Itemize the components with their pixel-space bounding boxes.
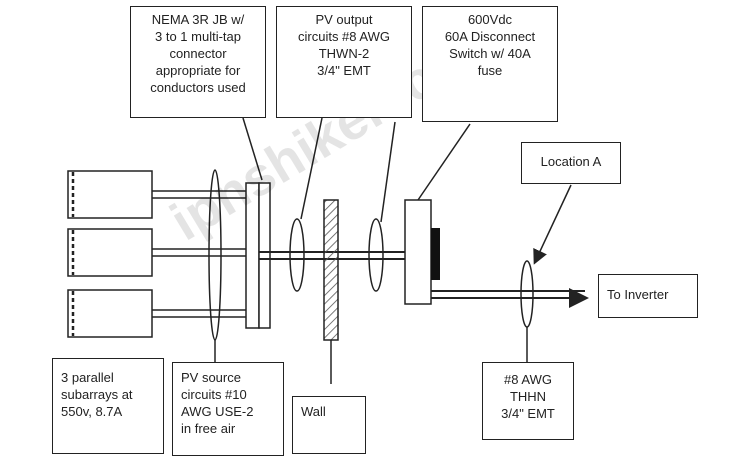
pv-source-label: PV source circuits #10 AWG USE-2 in free… [172, 362, 284, 456]
source-circuit-wires [152, 190, 246, 318]
disconnect-handle [431, 228, 440, 280]
wall [323, 199, 339, 341]
source-circuit-bundle [208, 169, 222, 341]
subarray-panels [67, 170, 153, 338]
thhn-label: #8 AWG THHN 3/4" EMT [482, 362, 574, 440]
output-circuit-conduit-2 [368, 218, 384, 292]
inverter-conduit [520, 260, 534, 328]
location-a-label: Location A [521, 142, 621, 184]
disconnect-label: 600Vdc 60A Disconnect Switch w/ 40A fuse [422, 6, 558, 122]
leader-lines [214, 117, 572, 384]
junction-box [245, 182, 271, 329]
nema-jb-label: NEMA 3R JB w/ 3 to 1 multi-tap connector… [130, 6, 266, 118]
subarray-panel-3 [67, 289, 153, 338]
subarrays-label: 3 parallel subarrays at 550v, 8.7A [52, 358, 164, 454]
disconnect-switch [404, 199, 440, 305]
inverter-wires [431, 288, 589, 308]
subarray-panel-2 [67, 228, 153, 277]
wall-label: Wall [292, 396, 366, 454]
output-circuit-conduit-1 [289, 218, 305, 292]
pv-output-label: PV output circuits #8 AWG THWN-2 3/4" EM… [276, 6, 412, 118]
to-inverter-label: To Inverter [598, 274, 698, 318]
subarray-panel-1 [67, 170, 153, 219]
